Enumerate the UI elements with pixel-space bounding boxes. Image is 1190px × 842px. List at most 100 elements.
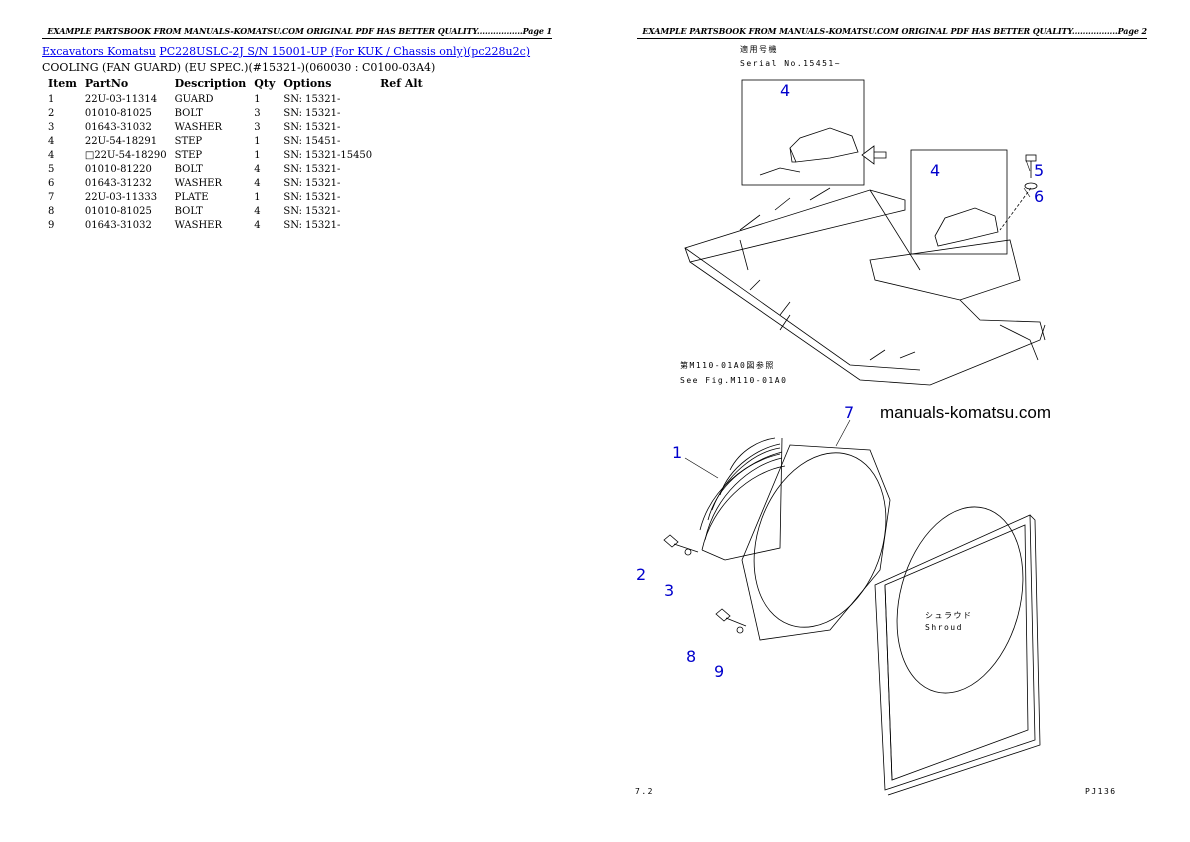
cell-partno: 01010-81025 (84, 205, 152, 217)
col-options-header: Options (283, 77, 332, 90)
callout-6: 6 (1034, 187, 1044, 206)
cell-description: PLATE (174, 191, 209, 203)
step-detail-inset (741, 79, 1008, 255)
cell-description: BOLT (174, 205, 203, 217)
cell-item: 2 (48, 107, 55, 119)
table-row: 4 22U-54-18291 STEP 1 SN: 15451- (44, 134, 427, 148)
cell-options: SN: 15321- (283, 107, 341, 119)
watermark-text: manuals-komatsu.com (880, 403, 1051, 422)
cell-description: WASHER (174, 219, 222, 231)
cell-options: SN: 15321- (283, 177, 341, 189)
parts-table: Item PartNo Description Qty Options Ref … (44, 77, 427, 232)
cell-qty: 3 (254, 121, 261, 133)
cell-partno: □22U-54-18290 (84, 149, 167, 161)
parts-diagram: 適用号機 Serial No.15451~ 第M110-01A0図参照 See … (635, 44, 1117, 796)
cell-item: 9 (48, 219, 55, 231)
callout-1: 1 (672, 443, 682, 462)
cell-item: 8 (48, 205, 55, 217)
cell-description: BOLT (174, 163, 203, 175)
cell-item: 4 (48, 135, 55, 147)
chassis-frame (684, 187, 1046, 386)
cell-refalt (376, 204, 427, 218)
footer-figure-number: 7.2 (635, 787, 654, 796)
cell-item: 7 (48, 191, 55, 203)
cell-qty: 4 (254, 205, 261, 217)
cell-refalt (376, 162, 427, 176)
cell-options: SN: 15321-15450 (283, 149, 373, 161)
cell-partno: 01643-31232 (84, 177, 152, 189)
table-row: 7 22U-03-11333 PLATE 1 SN: 15321- (44, 190, 427, 204)
cell-partno: 22U-03-11333 (84, 191, 158, 203)
shroud-label-jp: シュラウド (925, 611, 973, 620)
cell-qty: 1 (254, 149, 261, 161)
cell-description: BOLT (174, 107, 203, 119)
callout-4-part: 4 (930, 161, 940, 180)
table-header-row: Item PartNo Description Qty Options Ref … (44, 77, 427, 92)
cell-description: STEP (174, 149, 203, 161)
cell-item: 3 (48, 121, 55, 133)
callout-9: 9 (714, 662, 724, 681)
fan-guard (699, 437, 786, 561)
callout-5: 5 (1034, 161, 1044, 180)
cell-options: SN: 15321- (283, 191, 341, 203)
cell-item: 5 (48, 163, 55, 175)
cell-qty: 4 (254, 163, 261, 175)
col-description-header: Description (174, 77, 247, 90)
fan-plate (741, 444, 891, 641)
cell-partno: 01643-31032 (84, 121, 152, 133)
cell-qty: 1 (254, 135, 261, 147)
cell-partno: 22U-54-18291 (84, 135, 158, 147)
bolt-washer-top (999, 154, 1038, 231)
page-banner: EXAMPLE PARTSBOOK FROM MANUALS-KOMATSU.C… (42, 26, 552, 39)
callout-8: 8 (686, 647, 696, 666)
bolt-washer-lower (663, 534, 747, 634)
callout-leaders (684, 159, 1031, 479)
cell-partno: 22U-03-11314 (84, 93, 158, 105)
cell-partno: 01643-31032 (84, 219, 152, 231)
serial-label-en: Serial No.15451~ (740, 59, 841, 68)
cell-refalt (376, 120, 427, 134)
cell-item: 6 (48, 177, 55, 189)
cell-refalt (376, 148, 427, 162)
page-banner: EXAMPLE PARTSBOOK FROM MANUALS-KOMATSU.C… (637, 26, 1147, 39)
serial-label-jp: 適用号機 (740, 44, 778, 54)
page-1: EXAMPLE PARTSBOOK FROM MANUALS-KOMATSU.C… (42, 26, 552, 232)
callout-7: 7 (844, 403, 854, 422)
cell-options: SN: 15451- (283, 135, 341, 147)
cell-options: SN: 15321- (283, 93, 341, 105)
cell-partno: 01010-81220 (84, 163, 152, 175)
col-qty-header: Qty (254, 77, 276, 90)
cell-description: STEP (174, 135, 203, 147)
cell-refalt (376, 92, 427, 106)
cell-refalt (376, 218, 427, 232)
page-2: EXAMPLE PARTSBOOK FROM MANUALS-KOMATSU.C… (595, 0, 1190, 842)
cell-refalt (376, 176, 427, 190)
model-link[interactable]: PC228USLC-2J S/N 15001-UP (For KUK / Cha… (159, 45, 531, 58)
callout-3: 3 (664, 581, 674, 600)
cell-qty: 4 (254, 177, 261, 189)
cell-options: SN: 15321- (283, 205, 341, 217)
shroud-label-en: Shroud (925, 623, 963, 632)
col-partno-header: PartNo (84, 77, 129, 90)
cell-refalt (376, 134, 427, 148)
col-refalt-header: Ref Alt (380, 77, 423, 90)
footer-figure-code: PJ136 (1085, 787, 1117, 796)
cell-refalt (376, 106, 427, 120)
col-item-header: Item (48, 77, 77, 90)
shroud (874, 506, 1041, 796)
cell-refalt (376, 190, 427, 204)
cell-qty: 1 (254, 191, 261, 203)
table-row: 8 01010-81025 BOLT 4 SN: 15321- (44, 204, 427, 218)
cell-qty: 3 (254, 107, 261, 119)
cell-options: SN: 15321- (283, 219, 341, 231)
cell-options: SN: 15321- (283, 121, 341, 133)
cell-item: 1 (48, 93, 55, 105)
brand-link[interactable]: Excavators Komatsu (42, 45, 156, 58)
